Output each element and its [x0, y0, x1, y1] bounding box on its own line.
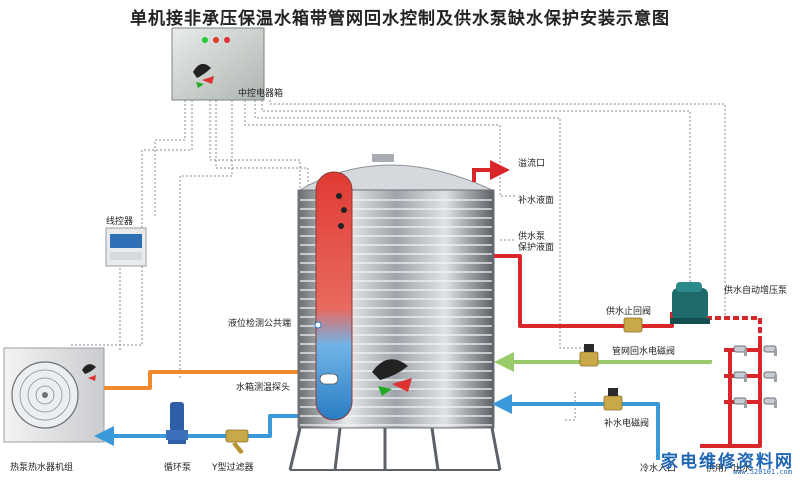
tank-stand: [288, 427, 502, 471]
level-sensor-tube: [315, 171, 353, 421]
circulation-pipe: [94, 414, 316, 446]
label-pump-protect-2: 保护液面: [518, 243, 555, 253]
label-refill-valve: 补水电磁阀: [604, 419, 650, 429]
diagram-title: 单机接非承压保温水箱带管网回水控制及供水泵缺水保护安装示意图: [130, 9, 670, 29]
control-box: [171, 27, 265, 101]
label-refill-level: 补水液面: [518, 196, 555, 206]
wire-to-outlets: [269, 100, 726, 320]
wire-to-wire-controller: [154, 100, 186, 218]
label-cold-inlet: 冷水入口: [640, 464, 677, 474]
heat-pump-unit: [3, 347, 105, 443]
label-user-outlets: 供用户出水: [706, 464, 752, 474]
label-overflow: 溢流口: [518, 159, 546, 169]
faucet-icon: [733, 345, 747, 356]
label-temp-probe: 水箱测温探头: [236, 383, 291, 393]
hot-water-pipe: [104, 362, 322, 390]
wire-to-heat-pump: [70, 100, 193, 346]
faucet-icon: [763, 371, 777, 382]
label-booster-pump: 供水自动增压泵: [724, 286, 788, 296]
return-pipe: [494, 352, 712, 372]
brand-logo-icon: [193, 63, 214, 88]
level-probe-common: [314, 321, 322, 329]
y-filter: [225, 429, 249, 454]
control-wiring: [70, 100, 726, 421]
wire-controller: [105, 227, 147, 267]
label-control-box: 中控电器箱: [238, 89, 284, 99]
faucet-icon: [763, 397, 777, 408]
label-check-valve: 供水止回阀: [606, 307, 652, 317]
level-probe-overflow: [336, 193, 342, 199]
tank-logo-icon: [372, 359, 412, 396]
watermark-url: www.520101.com: [732, 468, 792, 476]
indicator-red: [213, 37, 219, 43]
wire-refill-valve: [565, 392, 576, 421]
unit-logo-icon: [82, 364, 96, 381]
controller-screen: [110, 234, 142, 248]
circulation-pump: [166, 402, 188, 444]
label-heat-pump: 热泵热水器机组: [10, 463, 74, 473]
watermark-text: 家电维修资料网: [661, 452, 794, 472]
wire-refill-level: [244, 100, 515, 197]
label-wire-controller: 线控器: [106, 217, 134, 227]
level-probe-protect: [338, 223, 344, 229]
supply-check-valve: [623, 317, 643, 333]
label-pump-protect-1: 供水泵: [518, 232, 546, 242]
water-tank: [288, 154, 502, 471]
cold-water-pipe: [492, 394, 660, 460]
level-probe-refill: [341, 207, 347, 213]
indicator-green: [202, 37, 208, 43]
label-circulation-pump: 循环泵: [164, 463, 192, 473]
overflow-pipe: [472, 160, 510, 182]
user-outlet-taps: [733, 345, 777, 408]
booster-pump: [670, 282, 710, 324]
faucet-icon: [733, 397, 747, 408]
wire-to-tank-probe-1: [209, 100, 301, 330]
wire-return-valve: [254, 100, 590, 349]
label-level-common: 液位检测公共端: [228, 319, 292, 329]
label-return-valve: 管网回水电磁阀: [612, 347, 676, 357]
label-y-filter: Y型过滤器: [212, 463, 254, 473]
refill-solenoid-valve: [603, 388, 623, 411]
faucet-icon: [763, 345, 777, 356]
return-solenoid-valve: [579, 344, 599, 367]
wire-to-circ-pump: [179, 100, 233, 380]
wire-to-tank-probe-2: [215, 100, 309, 372]
faucet-icon: [733, 371, 747, 382]
indicator-red-2: [224, 37, 230, 43]
wire-booster-pump: [261, 100, 691, 285]
temp-probe: [319, 373, 339, 385]
